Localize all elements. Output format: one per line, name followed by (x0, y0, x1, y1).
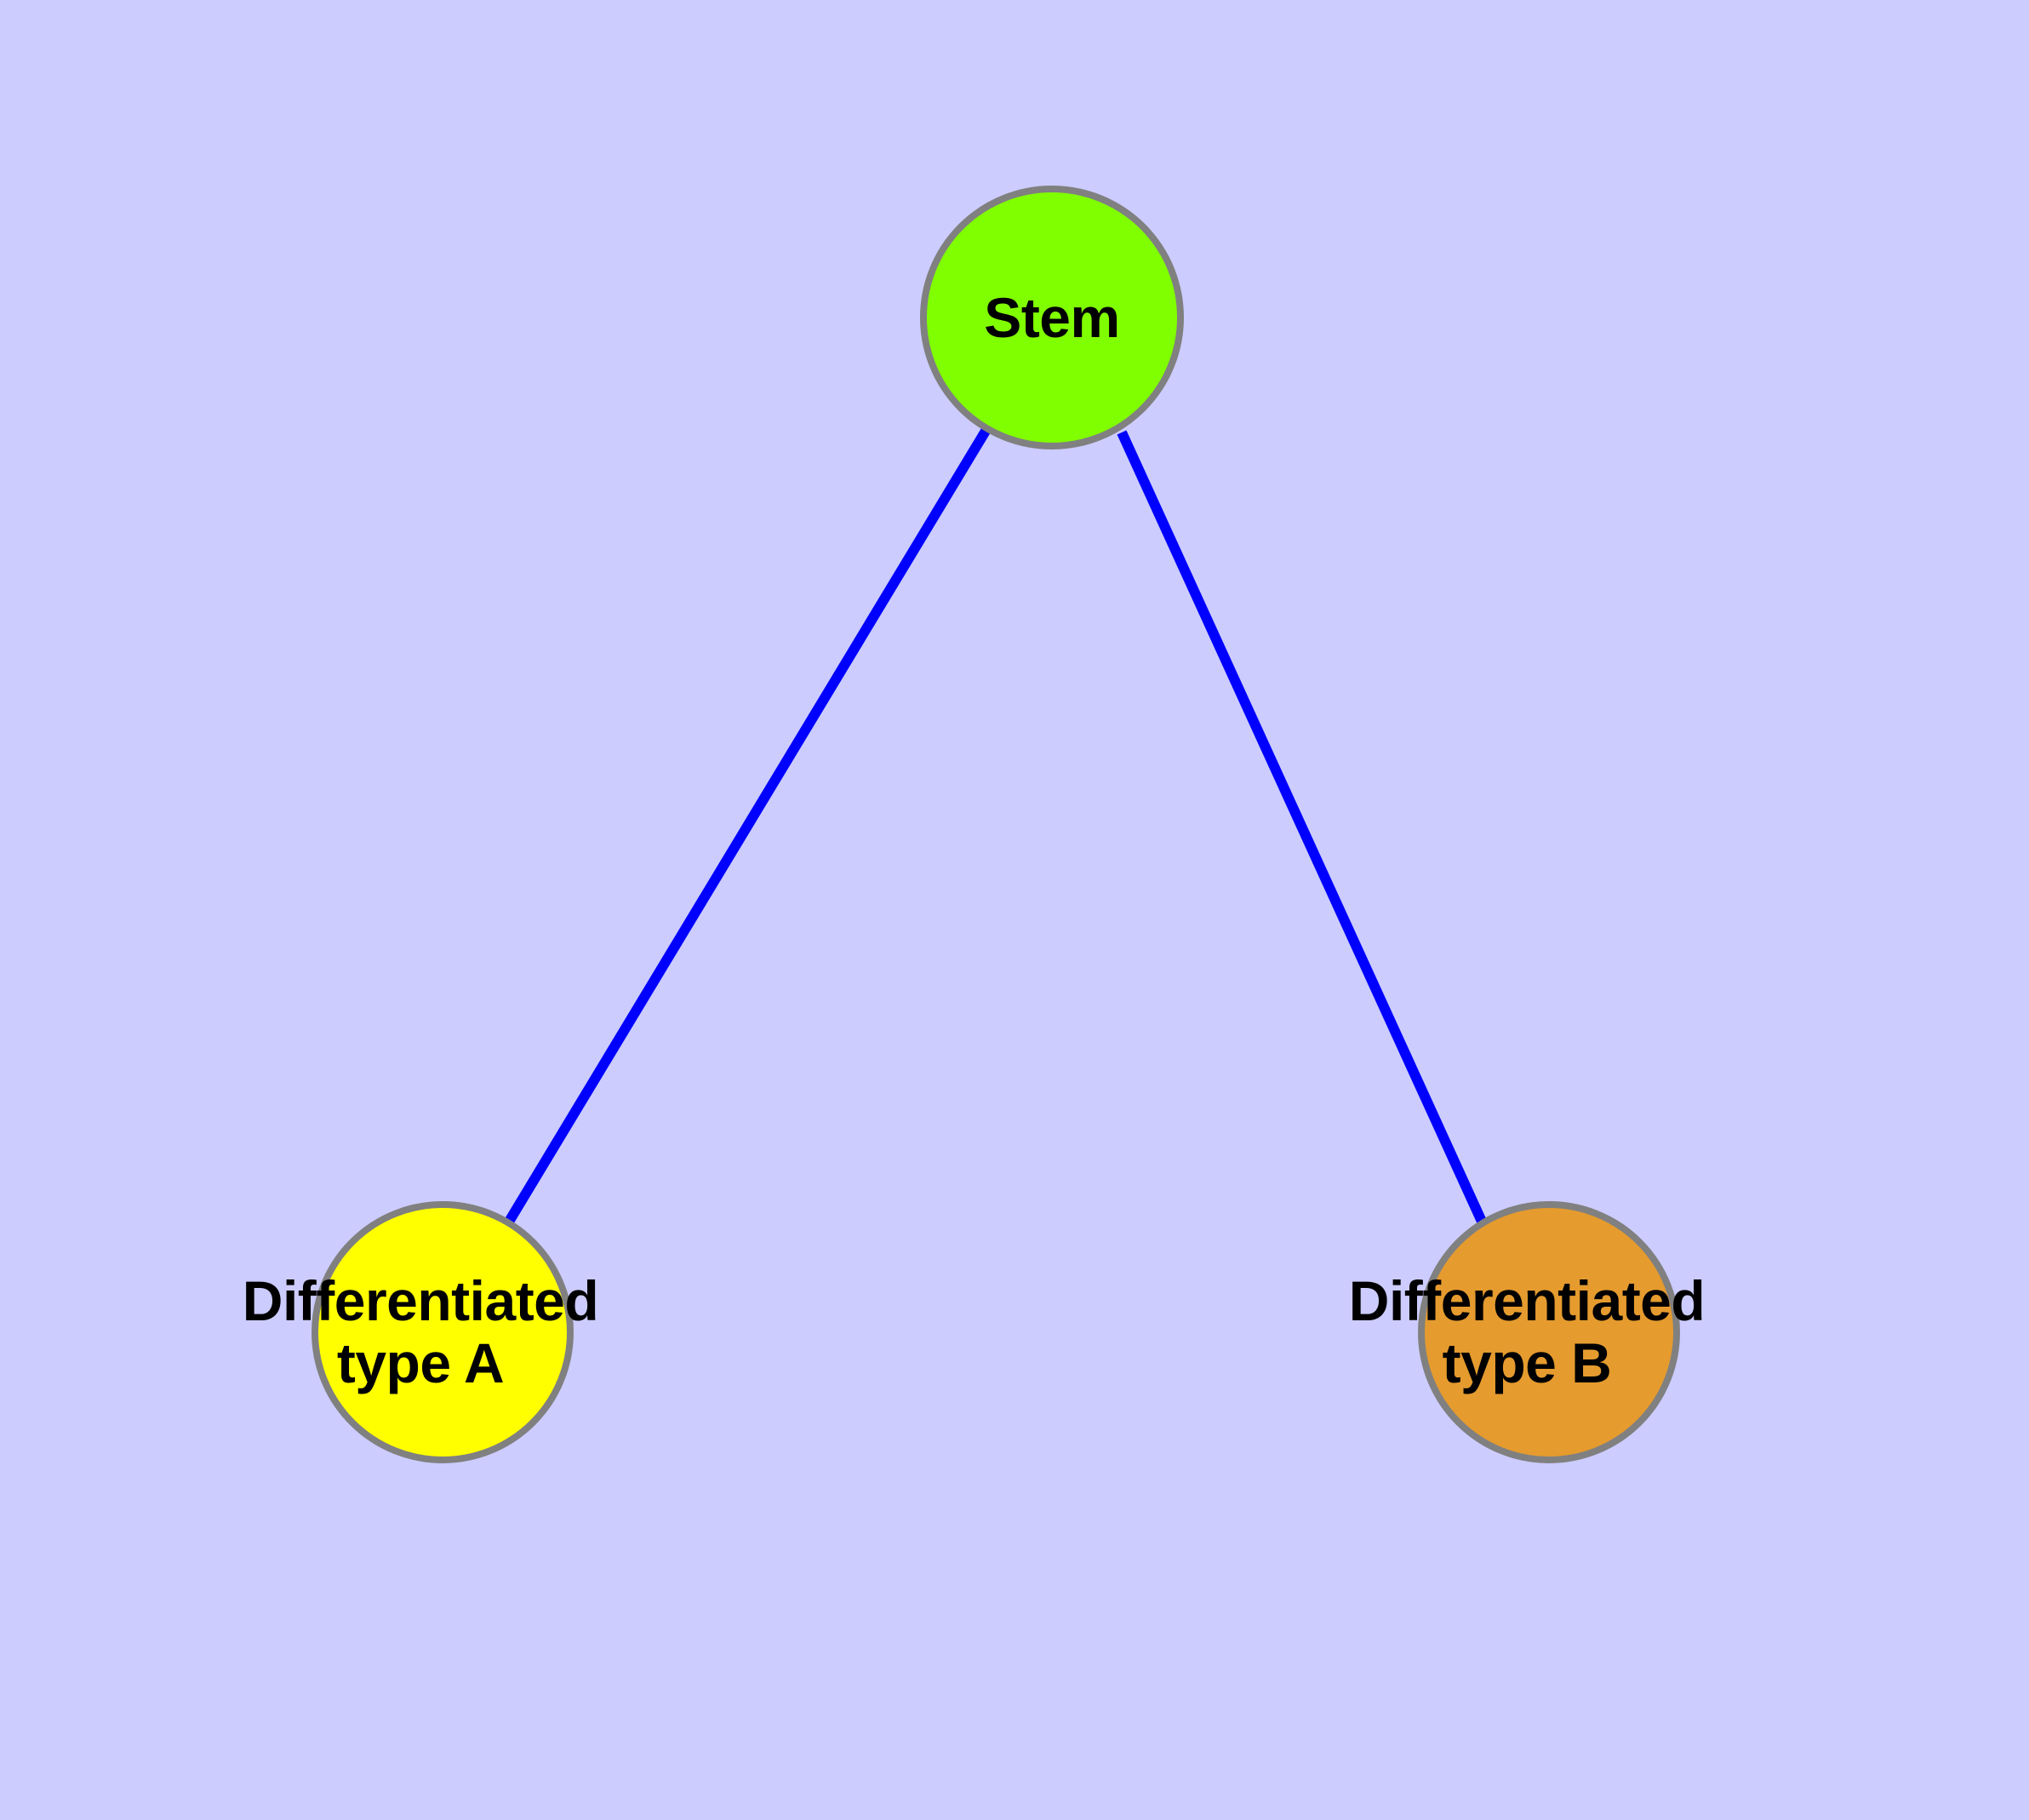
edge-stem-to-differentiated-type-a[interactable] (504, 425, 992, 1225)
node-stem[interactable] (920, 186, 1184, 449)
node-differentiated-type-b[interactable] (1418, 1201, 1680, 1463)
edge-stem-to-differentiated-type-b[interactable] (1117, 430, 1488, 1226)
edge-layer (504, 425, 1488, 1226)
node-differentiated-type-a[interactable] (311, 1201, 574, 1463)
node-layer (311, 186, 1680, 1463)
